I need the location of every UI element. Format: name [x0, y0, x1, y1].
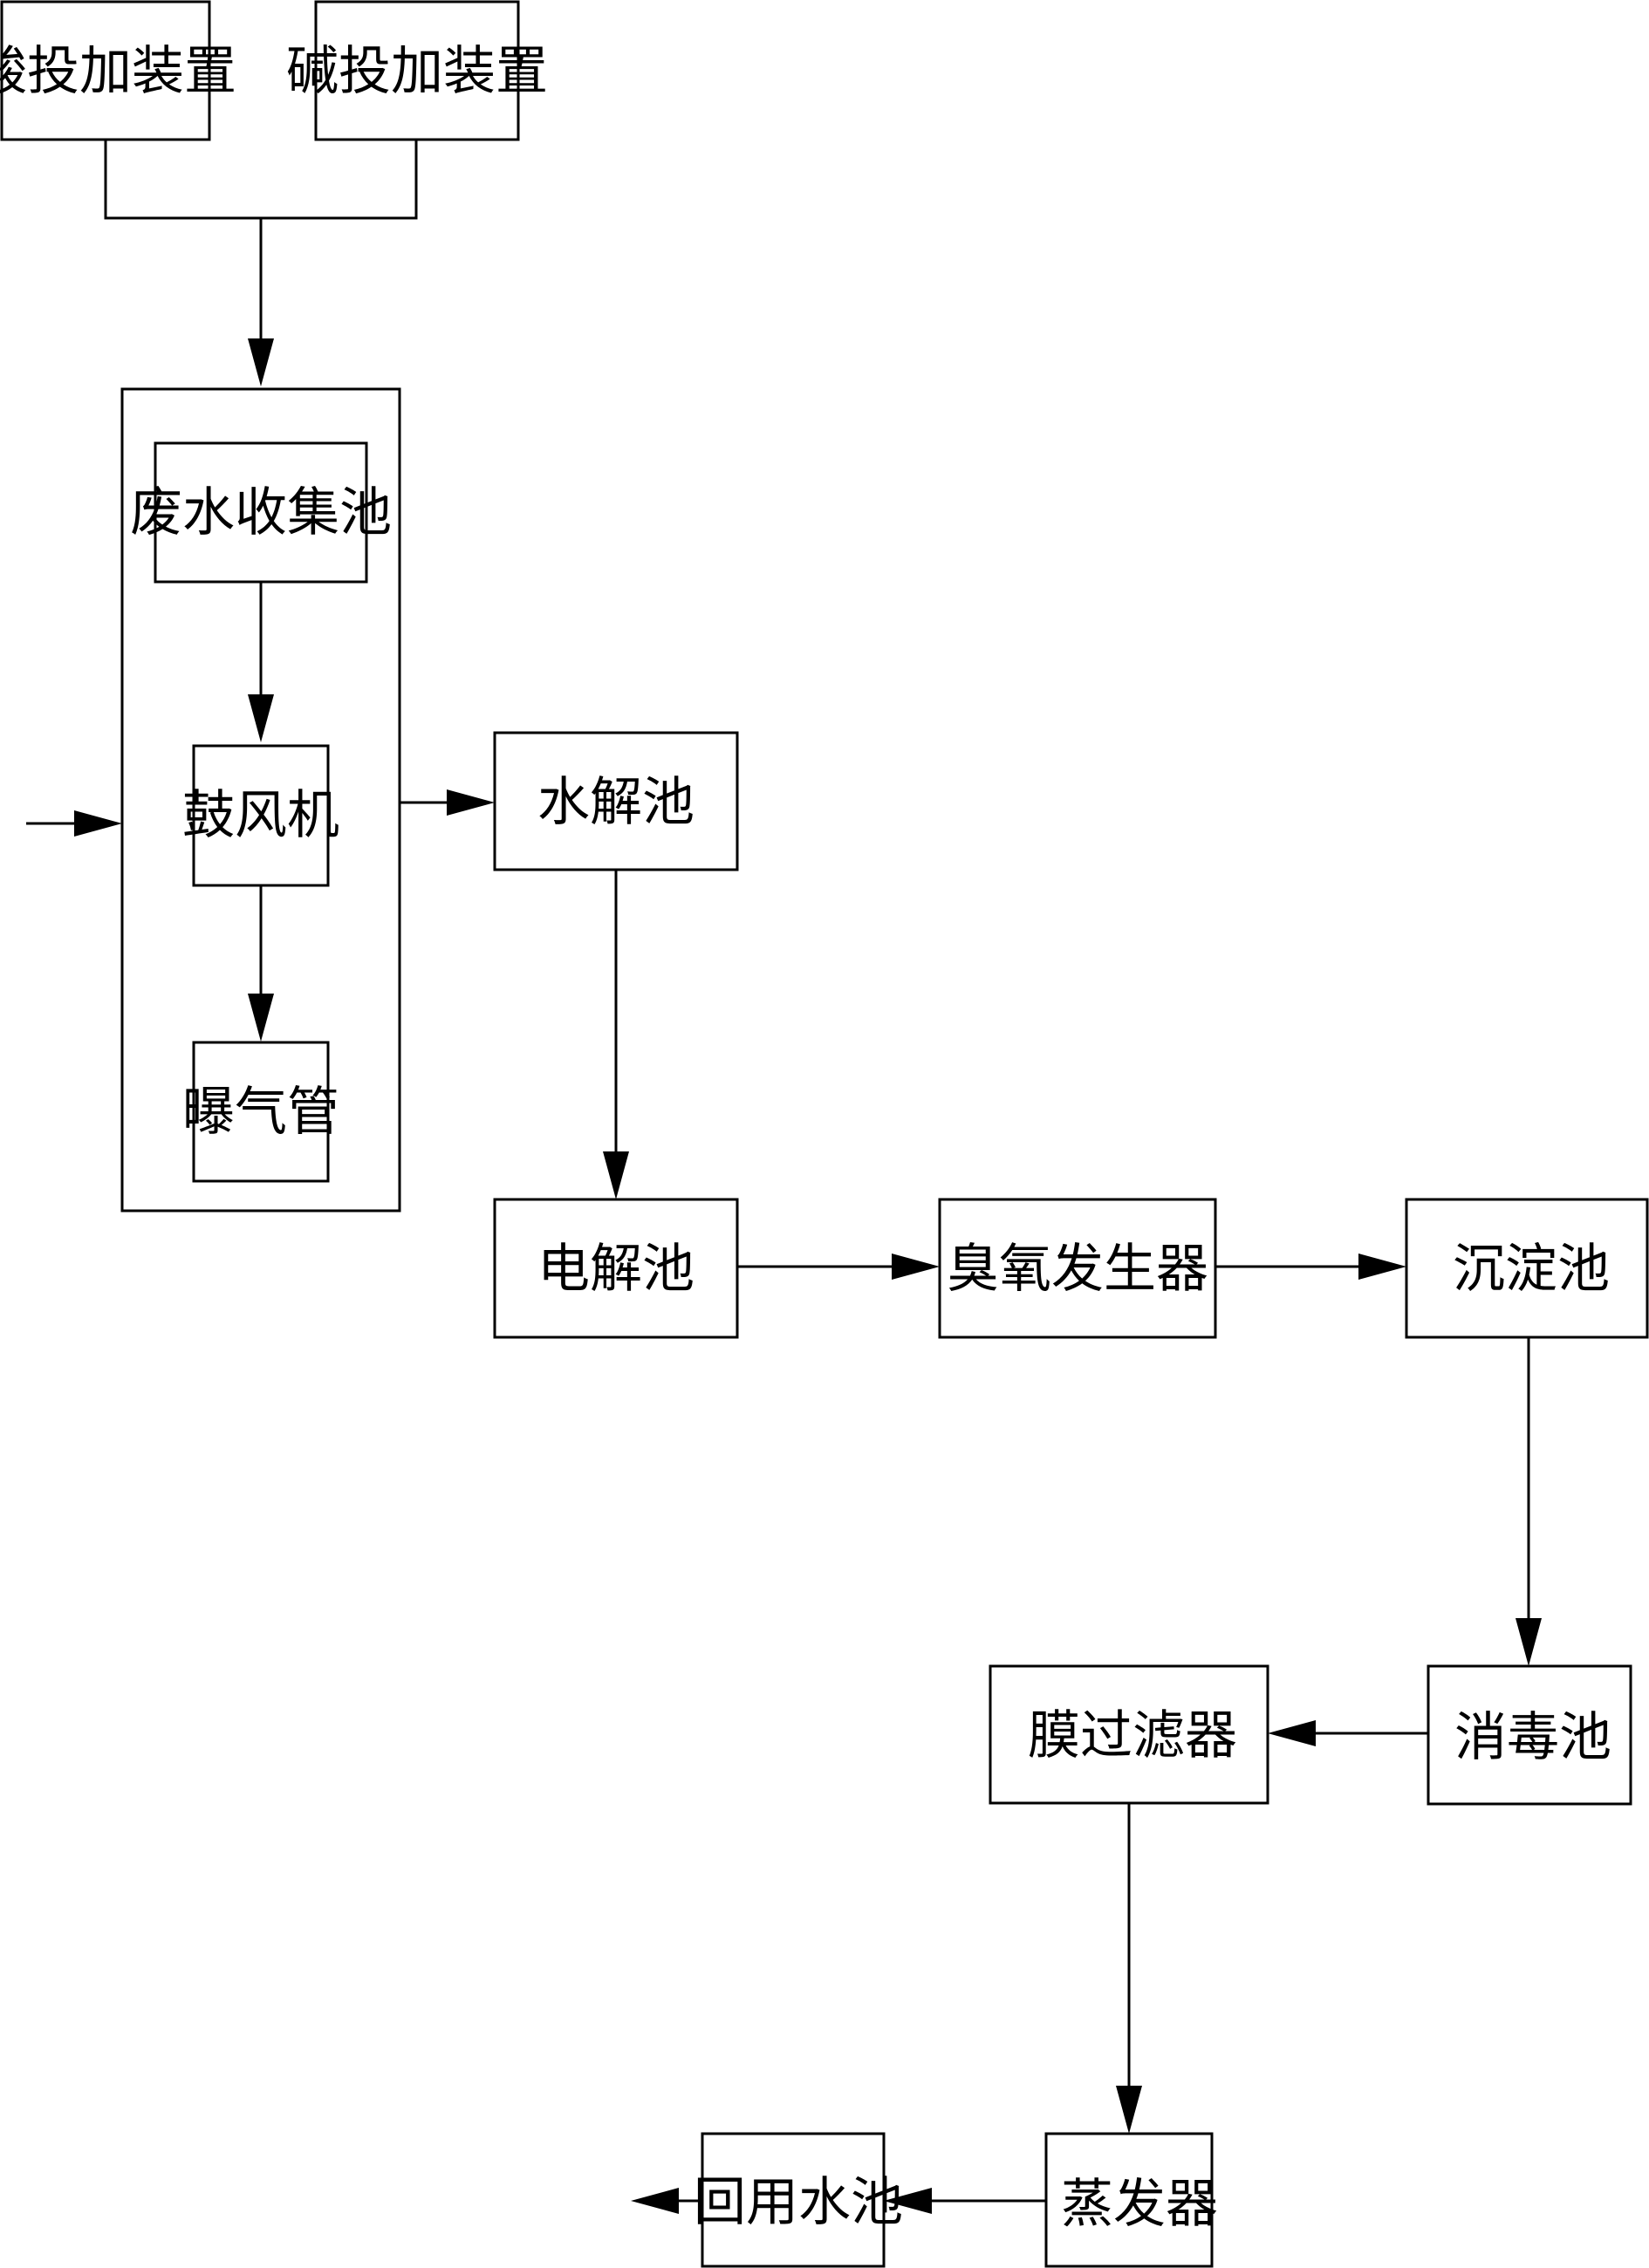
collection-to-blower-arrowhead — [248, 694, 274, 742]
evaporator-to-reuse-arrowhead — [884, 2188, 932, 2214]
pretreatment-group-frame — [120, 387, 401, 1213]
membrane-to-evaporator-arrowhead — [1116, 2086, 1142, 2134]
aeration-pipe-label: 曝气管 — [182, 1082, 339, 1143]
evaporator-box: 蒸发器 — [1044, 2132, 1218, 2268]
alkali-dosing-connector — [261, 140, 418, 220]
reuse-outlet-arrowhead — [631, 2188, 679, 2214]
acid-dosing-label: 酸投加装置 — [0, 41, 236, 102]
membrane-filter-label: 膜过滤器 — [1028, 1705, 1237, 1766]
disinfection-tank-box: 消毒池 — [1427, 1664, 1632, 1806]
collection-tank-label: 废水收集池 — [130, 482, 392, 543]
electrolysis-to-ozone-arrowhead — [892, 1254, 940, 1280]
wastewater-inlet-arrowhead — [74, 810, 122, 837]
blower-label: 鼓风机 — [182, 785, 339, 846]
alkali-dosing-box: 碱投加装置 — [286, 0, 548, 141]
aeration-pipe-box: 曝气管 — [182, 1041, 339, 1183]
sedimentation-tank-label: 沉淀池 — [1453, 1239, 1610, 1300]
blower-to-aeration-arrowhead — [248, 994, 274, 1042]
ozone-generator-label: 臭氧发生器 — [947, 1239, 1208, 1300]
hydrolysis-tank-label: 水解池 — [537, 772, 694, 833]
reuse-tank-label: 回用水池 — [694, 2172, 903, 2233]
electrolysis-tank-box: 电解池 — [493, 1198, 739, 1339]
disinfection-to-membrane-arrowhead — [1268, 1720, 1316, 1746]
hydrolysis-to-electrolysis-arrowhead — [603, 1151, 629, 1199]
sedimentation-to-disinfection-arrowhead — [1516, 1618, 1542, 1666]
blower-box: 鼓风机 — [182, 744, 339, 887]
evaporator-label: 蒸发器 — [1061, 2174, 1218, 2235]
connectors — [26, 140, 1542, 2214]
acid-dosing-box: 酸投加装置 — [0, 0, 236, 141]
membrane-filter-box: 膜过滤器 — [989, 1664, 1269, 1805]
disinfection-tank-label: 消毒池 — [1454, 1707, 1611, 1768]
ozone-to-sedimentation-arrowhead — [1358, 1254, 1406, 1280]
alkali-dosing-label: 碱投加装置 — [286, 41, 548, 102]
ozone-generator-box: 臭氧发生器 — [938, 1198, 1217, 1339]
dosing-feed-arrowhead — [248, 338, 274, 386]
group-to-hydrolysis-arrowhead — [447, 789, 495, 816]
acid-dosing-connector — [104, 140, 261, 220]
electrolysis-tank-label: 电解池 — [537, 1239, 694, 1300]
hydrolysis-tank-box: 水解池 — [493, 731, 739, 871]
sedimentation-tank-box: 沉淀池 — [1405, 1198, 1649, 1339]
collection-tank-box: 废水收集池 — [130, 441, 392, 584]
reuse-tank-box: 回用水池 — [694, 2132, 903, 2268]
